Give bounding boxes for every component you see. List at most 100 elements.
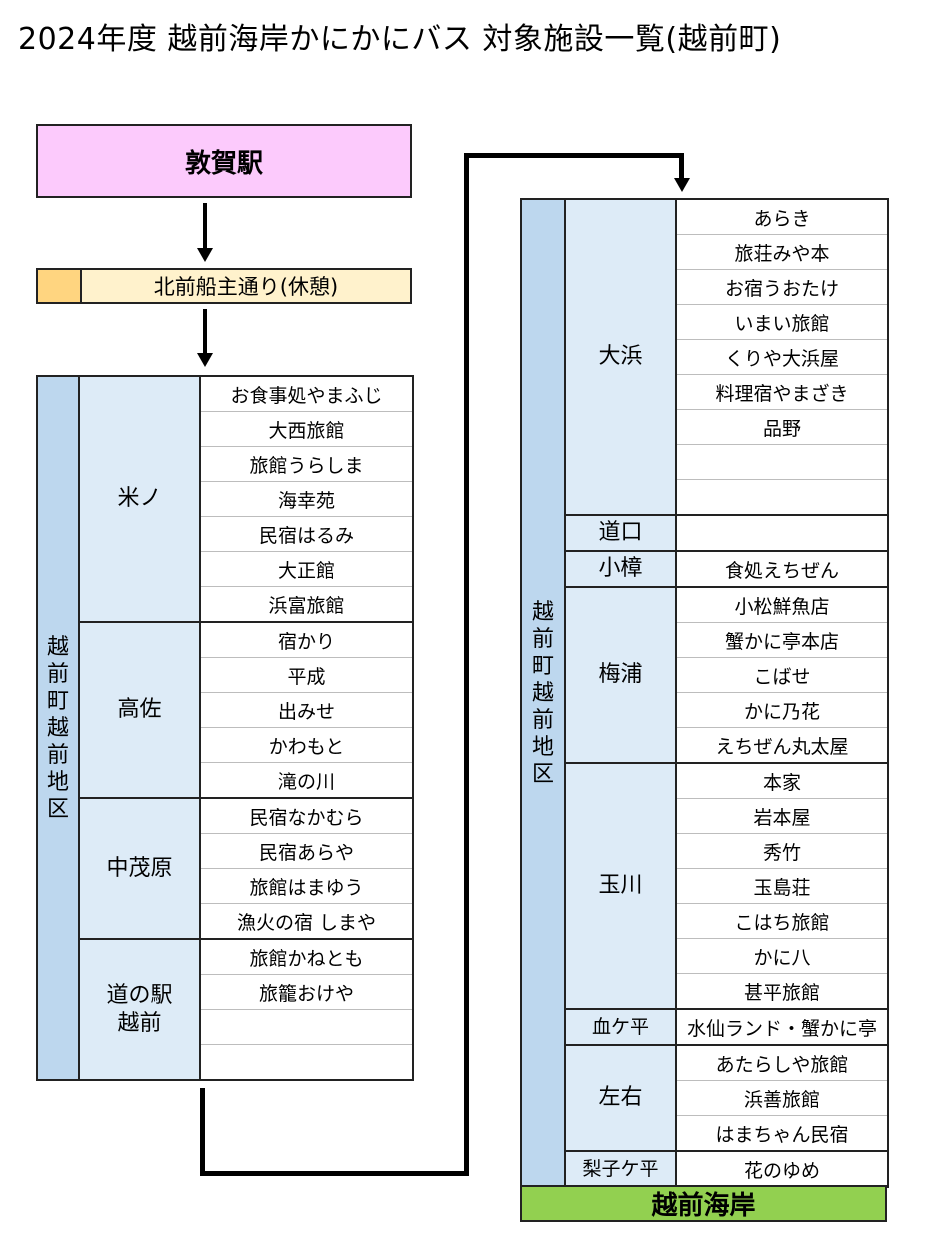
right-facility-table: 越前町越前地区大浜あらき旅荘みや本お宿うおたけいまい旅館くりや大浜屋料理宿やまざ…: [520, 198, 889, 1188]
table-row: はまちゃん民宿: [521, 1115, 889, 1152]
facility-cell: お宿うおたけ: [675, 269, 889, 305]
table-row: 旅館うらしま: [37, 446, 414, 482]
start-station-label: 敦賀駅: [184, 148, 263, 179]
table-row: 旅籠おけや: [37, 974, 414, 1010]
table-row: 小樟 食処えちぜん: [521, 550, 889, 588]
table-row: [37, 1044, 414, 1081]
facility-cell: 旅籠おけや: [199, 974, 414, 1010]
area-label: 道の駅越前: [106, 982, 173, 1036]
table-row: かわもと: [37, 727, 414, 763]
area-label: 高佐: [117, 697, 162, 722]
facility-cell: はまちゃん民宿: [675, 1115, 889, 1152]
area-label: 梨子ケ平: [582, 1158, 659, 1180]
flow-arrow-head: [197, 353, 213, 367]
region-cell: 越前町越前地区: [36, 375, 80, 1081]
flow-arrow-head: [674, 178, 690, 192]
table-row: 滝の川: [37, 762, 414, 799]
flow-arrow-line: [203, 203, 207, 251]
area-cell: 道の駅越前: [78, 938, 201, 1081]
facility-cell: 花のゆめ: [675, 1150, 889, 1188]
facility-cell: 小松鮮魚店: [675, 586, 889, 623]
area-label: 中茂原: [106, 855, 173, 881]
table-row: 左右 あたらしや旅館: [521, 1044, 889, 1152]
facility-cell: くりや大浜屋: [675, 339, 889, 375]
facility-cell: 食処えちぜん: [675, 550, 889, 588]
table-row: 料理宿やまざき: [521, 374, 889, 410]
flow-connector: [464, 153, 684, 158]
facility-cell: 民宿あらや: [199, 833, 414, 869]
facility-cell: 秀竹: [675, 833, 889, 869]
facility-cell: 水仙ランド・蟹かに亭: [675, 1008, 889, 1046]
area-label: 左右: [598, 1085, 643, 1110]
table-row: 梅浦 小松鮮魚店: [521, 586, 889, 764]
facility-cell: 出みせ: [199, 692, 414, 728]
table-row: こはち旅館: [521, 903, 889, 939]
facility-cell: いまい旅館: [675, 304, 889, 340]
area-cell: 小樟: [564, 550, 677, 588]
facility-cell: [675, 479, 889, 516]
table-row: 血ケ平 水仙ランド・蟹かに亭: [521, 1008, 889, 1046]
table-row: かに八: [521, 938, 889, 974]
destination-label: 越前海岸: [651, 1191, 756, 1221]
table-row: えちぜん丸太屋: [521, 727, 889, 764]
facility-cell: こばせ: [675, 657, 889, 693]
table-row: 中茂原民宿なかむら: [37, 797, 414, 940]
table-row: 道の駅越前旅館かねとも: [37, 938, 414, 1081]
facility-cell: 料理宿やまざき: [675, 374, 889, 410]
area-cell: 高佐: [78, 621, 201, 799]
facility-cell: かわもと: [199, 727, 414, 763]
facility-cell: [199, 1044, 414, 1081]
facility-cell: 海幸苑: [199, 481, 414, 517]
table-row: [37, 1009, 414, 1045]
table-row: 岩本屋: [521, 798, 889, 834]
table-row: 玉川 本家: [521, 762, 889, 1010]
region-cell: 越前町越前地区: [520, 198, 566, 1188]
facility-cell: [199, 1009, 414, 1045]
table-row: 越前町越前地区米ノお食事処やまふじ: [36, 375, 414, 1081]
table-row: お宿うおたけ: [521, 269, 889, 305]
flow-connector: [679, 153, 684, 179]
facility-cell: かに乃花: [675, 692, 889, 728]
region-label: 越前町越前地区: [532, 599, 555, 787]
area-cell: 血ケ平: [564, 1008, 677, 1046]
region-label: 越前町越前地区: [47, 634, 70, 822]
table-row: いまい旅館: [521, 304, 889, 340]
table-row: 平成: [37, 657, 414, 693]
area-label: 玉川: [598, 873, 643, 898]
area-label: 血ケ平: [591, 1016, 649, 1038]
table-row: くりや大浜屋: [521, 339, 889, 375]
area-label: 梅浦: [598, 662, 643, 687]
facility-cell: あたらしや旅館: [675, 1044, 889, 1081]
area-cell: 道口: [564, 514, 677, 552]
table-row: 漁火の宿 しまや: [37, 903, 414, 940]
area-cell: 大浜: [564, 198, 677, 516]
area-cell: 米ノ: [78, 375, 201, 623]
table-row: 梨子ケ平花のゆめ: [521, 1150, 889, 1188]
facility-cell: 漁火の宿 しまや: [199, 903, 414, 940]
table-row: 高佐宿かり: [37, 621, 414, 799]
facility-cell: 旅館かねとも: [199, 938, 414, 975]
table-row: 越前町越前地区大浜あらき: [520, 198, 889, 1188]
left-facility-table: 越前町越前地区米ノお食事処やまふじ大西旅館旅館うらしま海幸苑民宿はるみ大正館浜富…: [36, 375, 414, 1081]
area-label: 道口: [598, 520, 643, 545]
facility-cell: 浜富旅館: [199, 586, 414, 623]
table-row: [521, 444, 889, 480]
facility-cell: 旅荘みや本: [675, 234, 889, 270]
facility-cell: 蟹かに亭本店: [675, 622, 889, 658]
flow-connector: [200, 1171, 469, 1176]
facility-cell: 品野: [675, 409, 889, 445]
table-row: 旅荘みや本: [521, 234, 889, 270]
facility-cell: 本家: [675, 762, 889, 799]
area-cell: 梨子ケ平: [564, 1150, 677, 1188]
area-label: 小樟: [598, 556, 643, 581]
facility-cell: 岩本屋: [675, 798, 889, 834]
facility-cell: 甚平旅館: [675, 973, 889, 1010]
table-row: [521, 479, 889, 516]
facility-cell: 民宿はるみ: [199, 516, 414, 552]
facility-cell: こはち旅館: [675, 903, 889, 939]
table-row: 大正館: [37, 551, 414, 587]
facility-cell: 大西旅館: [199, 411, 414, 447]
table-row: 浜富旅館: [37, 586, 414, 623]
facility-cell: 玉島荘: [675, 868, 889, 904]
page-title: 2024年度 越前海岸かにかにバス 対象施設一覧(越前町): [18, 22, 782, 57]
